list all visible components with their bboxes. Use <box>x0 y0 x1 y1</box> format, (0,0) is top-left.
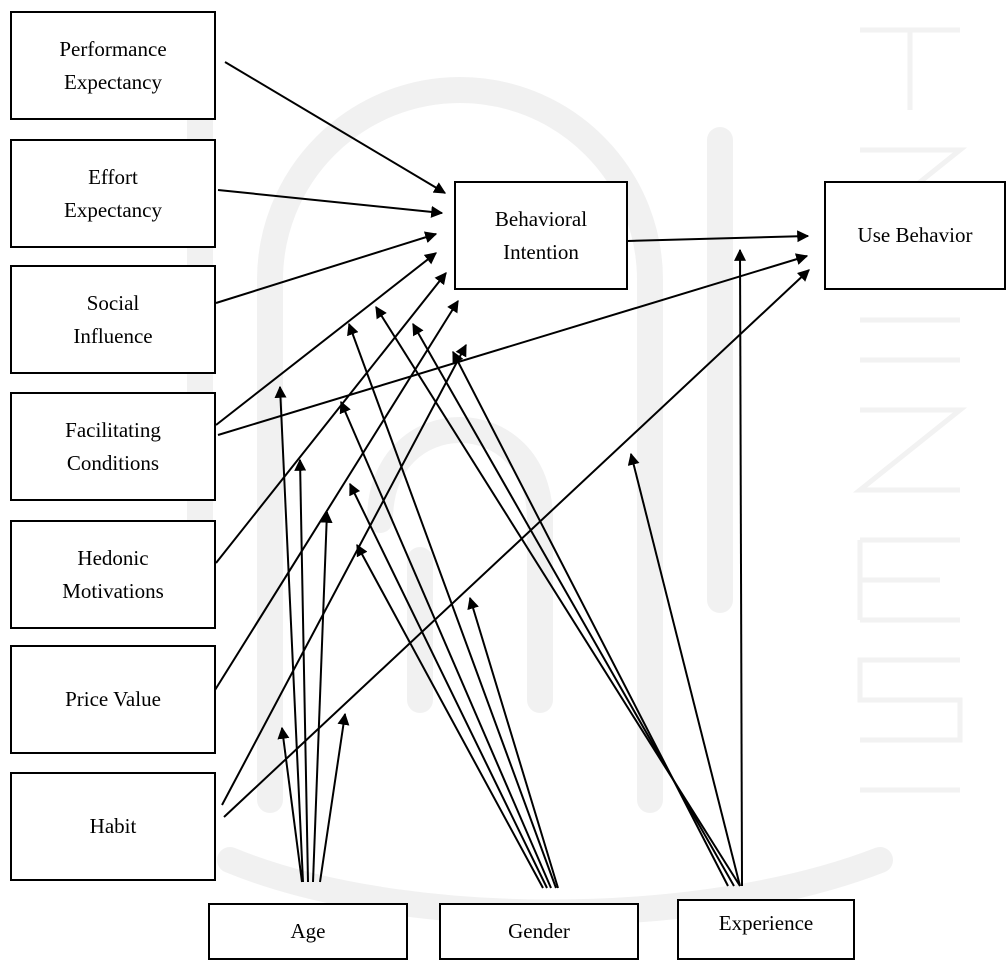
node-hedonic-motivations: Hedonic Motivations <box>10 520 216 629</box>
arrow-social-to-intention <box>215 231 438 304</box>
arrow-age-moderator-4 <box>277 726 303 883</box>
node-gender: Gender <box>439 903 639 960</box>
arrow-experience-moderator-2 <box>412 322 735 887</box>
arrow-age-moderator-2 <box>294 458 309 883</box>
arrow-age-moderator-1 <box>274 385 304 883</box>
arrow-experience-moderator-3 <box>452 350 729 887</box>
arrow-price-to-intention <box>214 299 459 691</box>
arrow-age-moderator-3 <box>312 510 333 883</box>
arrow-hedonic-to-intention <box>215 272 447 564</box>
arrow-habit-to-intention <box>221 343 467 806</box>
arrow-intention-to-use <box>627 230 810 243</box>
node-price-value: Price Value <box>10 645 216 754</box>
node-facilitating-conditions: Facilitating Conditions <box>10 392 216 501</box>
arrow-habit-to-use <box>223 269 810 818</box>
node-social-influence: Social Influence <box>10 265 216 374</box>
arrow-facilitating-to-use <box>217 253 809 436</box>
node-habit: Habit <box>10 772 216 881</box>
node-experience: Experience <box>677 899 855 960</box>
arrow-effort-to-intention <box>217 189 444 218</box>
arrow-gender-moderator-5 <box>467 596 559 889</box>
arrow-facilitating-to-intention <box>215 252 437 426</box>
arrow-gender-moderator-1 <box>347 322 557 889</box>
arrow-age-moderator-5 <box>319 712 350 883</box>
arrow-gender-moderator-2 <box>339 400 552 889</box>
arrow-gender-moderator-4 <box>356 543 544 889</box>
node-performance-expectancy: Performance Expectancy <box>10 11 216 120</box>
node-behavioral-intention: Behavioral Intention <box>454 181 628 290</box>
arrow-experience-moderator-5 <box>734 248 747 887</box>
arrow-performance-to-intention <box>224 61 447 194</box>
arrow-gender-moderator-3 <box>349 482 548 889</box>
node-use-behavior: Use Behavior <box>824 181 1006 290</box>
node-age: Age <box>208 903 408 960</box>
node-effort-expectancy: Effort Expectancy <box>10 139 216 248</box>
arrow-experience-moderator-4 <box>627 452 741 887</box>
